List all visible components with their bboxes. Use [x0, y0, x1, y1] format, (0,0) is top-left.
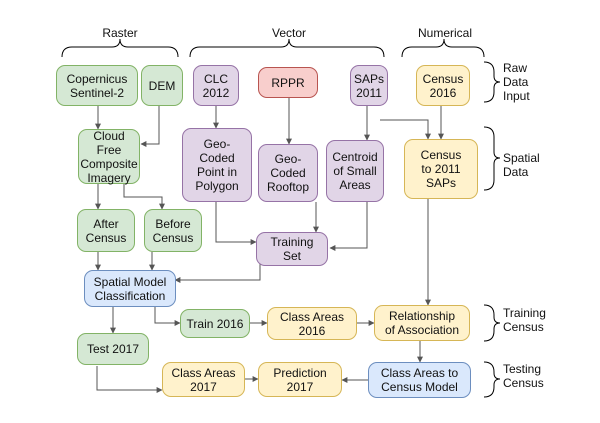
- node-dem: DEM: [141, 65, 183, 106]
- brace-vector: [189, 38, 385, 58]
- arrow-geopoint-training: [215, 202, 257, 245]
- header-vector: Vector: [271, 26, 307, 40]
- node-census2016: Census 2016: [416, 65, 470, 106]
- brace-raw: [483, 61, 501, 103]
- brace-spatial: [483, 126, 501, 191]
- node-copernicus: Copernicus Sentinel-2: [56, 65, 138, 106]
- node-train2016: Train 2016: [180, 309, 250, 338]
- node-rppr: RPPR: [258, 67, 318, 98]
- node-relationship: Relationship of Association: [374, 305, 470, 341]
- arrow-cloudfree-before: [123, 184, 165, 210]
- header-numerical: Numerical: [417, 26, 472, 40]
- node-clc: CLC 2012: [193, 65, 239, 106]
- side-label-training: Training Census: [503, 306, 546, 334]
- brace-raster: [61, 38, 179, 58]
- node-class-areas-2017: Class Areas 2017: [162, 362, 245, 397]
- node-census-model: Class Areas to Census Model: [368, 362, 471, 398]
- node-centroid: Centroid of Small Areas: [326, 140, 384, 202]
- header-raster: Raster: [102, 26, 138, 40]
- brace-training: [483, 304, 501, 342]
- brace-testing: [483, 361, 501, 398]
- node-geocoded-point: Geo- Coded Point in Polygon: [182, 128, 252, 202]
- arrow-centroid-training: [329, 202, 368, 251]
- side-label-raw: Raw Data Input: [503, 61, 530, 103]
- arrow-model-train2016: [154, 305, 181, 326]
- node-test2017: Test 2017: [77, 333, 149, 365]
- node-prediction: Prediction 2017: [258, 362, 342, 397]
- arrow-training-model: [174, 258, 261, 283]
- arrow-saps-censusto: [380, 119, 431, 140]
- node-after-census: After Census: [77, 209, 135, 252]
- side-label-testing: Testing Census: [503, 362, 544, 390]
- arrow-dem-cloudfree: [140, 106, 160, 147]
- node-class-areas-2016: Class Areas 2016: [267, 307, 357, 340]
- brace-numerical: [401, 38, 485, 58]
- node-training-set: Training Set: [256, 232, 328, 266]
- side-label-spatial: Spatial Data: [503, 151, 540, 179]
- arrow-test2017-classareas2017: [96, 366, 163, 393]
- node-cloudfree: Cloud Free Composite Imagery: [78, 129, 140, 185]
- node-spatial-model: Spatial Model Classification: [84, 270, 176, 307]
- node-census-to-saps: Census to 2011 SAPs: [404, 139, 478, 199]
- node-geocoded-rooftop: Geo- Coded Rooftop: [258, 144, 318, 202]
- node-saps: SAPs 2011: [350, 65, 388, 106]
- node-before-census: Before Census: [144, 209, 202, 252]
